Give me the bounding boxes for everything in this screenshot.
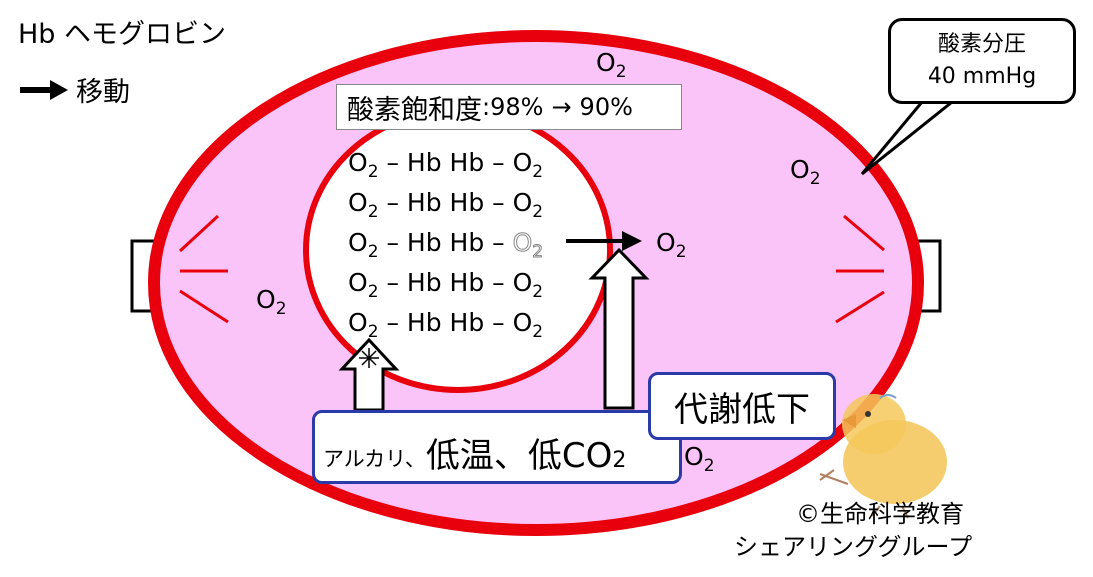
factor-co2-sub: 2 — [612, 448, 627, 473]
legend-arrow: 移動 — [76, 70, 130, 109]
legend-hb-abbrev: Hb — [18, 19, 56, 50]
chick-illustration — [819, 394, 947, 519]
released-o2-ghost: O — [512, 228, 533, 258]
legend-hb: Hb ヘモグロビン — [18, 12, 226, 51]
metabolism-up-arrow-icon — [588, 247, 650, 410]
callout-value: 40 mmHg — [927, 64, 1037, 89]
free-o2-top: O2 — [596, 48, 627, 82]
hb-row-3: O2 – Hb Hb – O2 — [348, 228, 544, 263]
copyright-line1: ©生命科学教育 — [796, 500, 964, 528]
saturation-arrow: → — [551, 93, 572, 121]
free-o2-right: O2 — [790, 155, 821, 189]
factor-low-co2: 低CO — [527, 436, 613, 476]
saturation-separator: : — [482, 93, 491, 121]
hb-row-4: O2 – Hb Hb – O2 — [348, 268, 544, 302]
saturation-label: 酸素飽和度 — [347, 94, 482, 126]
saturation-before: 98% — [490, 93, 544, 121]
saturation-label-box: 酸素飽和度 : 98% → 90% — [336, 84, 682, 130]
o2-release-arrow-icon — [566, 231, 642, 251]
oxygen-pressure-callout: 酸素分圧 40 mmHg — [888, 18, 1076, 104]
hb-row-1: O2 – Hb Hb – O2 — [348, 148, 544, 182]
callout-title: 酸素分圧 — [937, 32, 1026, 57]
left-emphasis-lines — [178, 214, 229, 324]
right-emphasis-lines — [835, 214, 885, 324]
legend-hb-name: ヘモグロビン — [64, 19, 227, 50]
hb-row-2: O2 – Hb Hb – O2 — [348, 188, 544, 222]
legend-arrow-label: 移動 — [76, 77, 130, 108]
saturation-after: 90% — [579, 93, 633, 121]
metabolism-box: 代謝低下 — [648, 372, 836, 440]
alkali-up-arrow-icon — [338, 337, 400, 412]
free-o2-bottom: O2 — [684, 442, 715, 476]
factor-alkali: アルカリ、 — [323, 447, 426, 471]
free-o2-left: O2 — [256, 285, 287, 319]
copyright: ©生命科学教育 シェアリンググループ — [734, 498, 973, 564]
factor-metabolism: 代謝低下 — [674, 389, 810, 430]
hb-row-5: O2 – Hb Hb – O2 — [348, 308, 544, 342]
released-o2: O2 — [656, 228, 687, 262]
copyright-line2: シェアリンググループ — [734, 533, 973, 561]
callout-tail — [860, 100, 957, 176]
legend-arrow-icon — [20, 80, 68, 100]
factor-low-temp: 低温、 — [425, 436, 528, 476]
